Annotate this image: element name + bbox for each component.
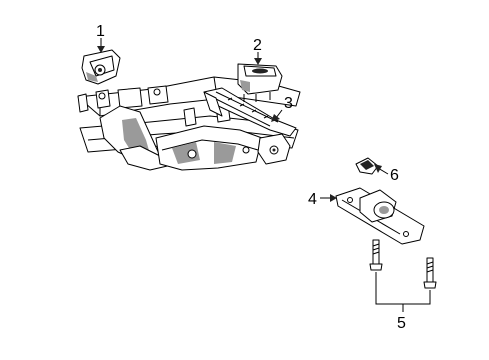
frame-assembly [77,76,301,171]
leader-lines [97,38,431,312]
trans-mount-4 [335,187,425,245]
callout-1: 1 [96,23,105,40]
callout-labels: 1 2 3 4 5 6 [96,23,406,332]
callout-3: 3 [284,95,293,112]
callout-5: 5 [397,315,406,332]
engine-mount-2 [237,63,283,102]
callout-4: 4 [308,191,317,208]
bolts-5 [369,239,437,289]
clip-6 [355,157,379,175]
callout-6: 6 [390,167,399,184]
engine-mount-1 [81,49,121,85]
crossmember-bracket-3 [203,87,297,137]
callout-2: 2 [253,37,262,54]
